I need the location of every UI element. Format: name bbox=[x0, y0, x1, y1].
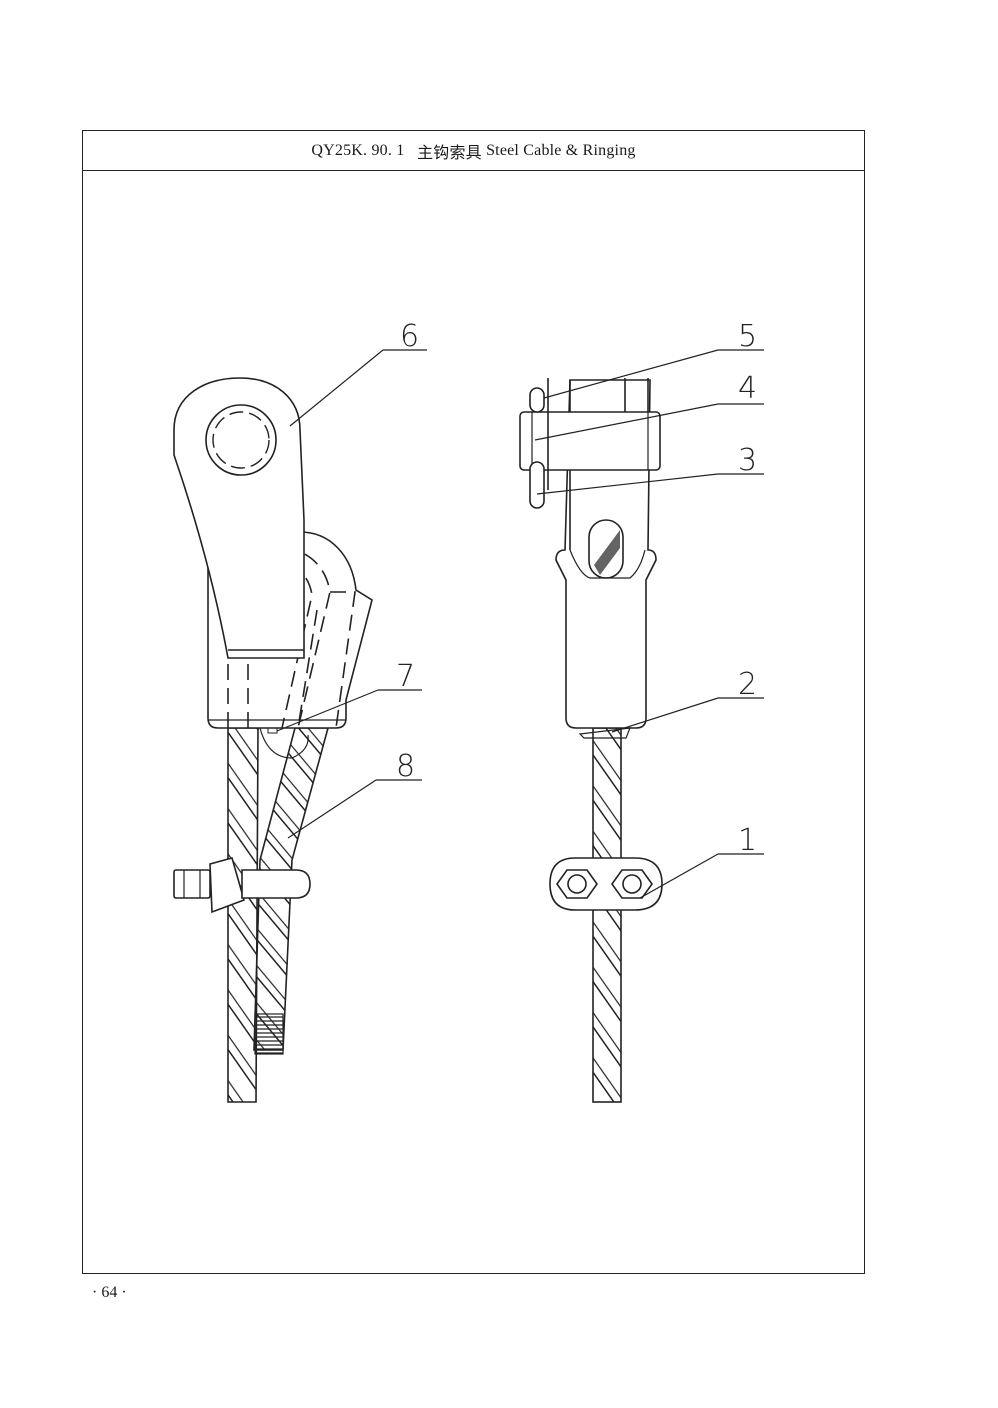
svg-text:5: 5 bbox=[738, 319, 757, 354]
svg-text:2: 2 bbox=[738, 667, 757, 702]
right-rope bbox=[592, 727, 622, 1103]
cotter-pin-bottom bbox=[529, 461, 545, 509]
callout-5: 5 bbox=[543, 319, 764, 399]
callout-3: 3 bbox=[536, 443, 764, 495]
clevis-pin bbox=[519, 411, 661, 471]
eye-hole bbox=[205, 404, 277, 476]
svg-text:3: 3 bbox=[738, 443, 757, 478]
svg-text:4: 4 bbox=[738, 371, 757, 406]
drawing-code: QY25K. 90. 1 bbox=[311, 141, 405, 159]
duplex-rope-clip bbox=[549, 857, 663, 911]
left-assembly-view bbox=[173, 377, 373, 1103]
callout-6: 6 bbox=[289, 319, 427, 427]
callout-7: 7 bbox=[276, 659, 422, 732]
cotter-pin-top bbox=[529, 387, 545, 413]
callout-8: 8 bbox=[287, 749, 422, 839]
rope-clip bbox=[173, 857, 311, 914]
title-english: Steel Cable & Ringing bbox=[486, 141, 636, 159]
svg-text:6: 6 bbox=[400, 319, 419, 354]
eye-plate bbox=[173, 377, 305, 659]
svg-text:8: 8 bbox=[396, 749, 415, 784]
svg-text:7: 7 bbox=[396, 659, 415, 694]
drawing-frame: QY25K. 90. 1 主钩索具 Steel Cable & Ringing bbox=[82, 130, 865, 1274]
right-assembly-view bbox=[519, 378, 663, 1103]
rope-end-threads bbox=[254, 1013, 284, 1055]
title-chinese: 主钩索具 bbox=[417, 144, 482, 162]
page-number: · 64 · bbox=[92, 1284, 127, 1301]
title-block: QY25K. 90. 1 主钩索具 Steel Cable & Ringing bbox=[83, 131, 864, 171]
callout-1: 1 bbox=[639, 823, 764, 899]
callout-2: 2 bbox=[611, 667, 764, 733]
callout-4: 4 bbox=[534, 371, 764, 441]
svg-text:1: 1 bbox=[738, 823, 757, 858]
